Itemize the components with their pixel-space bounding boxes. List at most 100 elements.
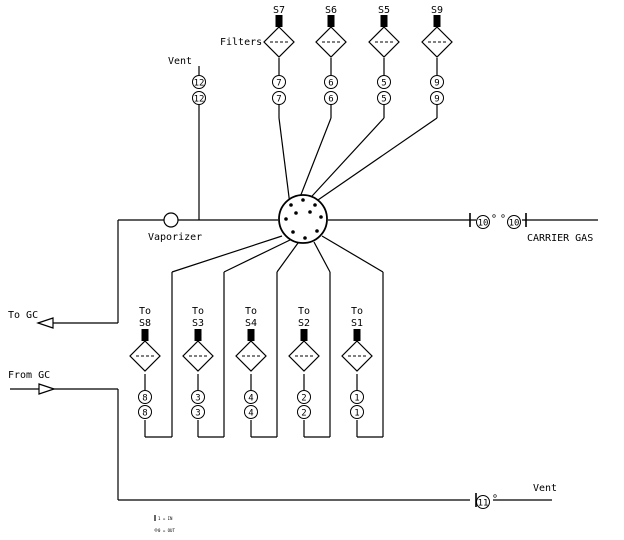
filter-s5 (368, 26, 400, 58)
filters-label: Filters (220, 37, 262, 48)
to-gc-label: To GC (8, 310, 38, 321)
legend-in: 1 = IN (158, 516, 173, 521)
valve-1-lower (350, 405, 364, 419)
legend-out-symbol (154, 528, 158, 532)
valve-11-label: 11 (478, 498, 489, 508)
valve-1-lower-label: 1 (354, 408, 359, 418)
to-label-s3: To (192, 306, 204, 317)
hub-port-dot (284, 217, 288, 221)
valve-5-lower (377, 91, 391, 105)
filter-s3-connector (194, 329, 202, 341)
valve-9-lower-label: 9 (434, 94, 439, 104)
vent-top-label: Vent (168, 56, 192, 67)
filter-s3 (182, 340, 214, 372)
hub-port-dot (303, 236, 307, 240)
pipe-line (307, 117, 385, 202)
pipe-line (276, 242, 299, 273)
filter-s4-connector (247, 329, 255, 341)
valve-10-dot (501, 214, 505, 218)
valve-10-out (507, 215, 521, 229)
valve-12-upper-label: 12 (194, 78, 205, 88)
piping (10, 58, 598, 521)
valve-7-upper-label: 7 (276, 78, 281, 88)
rotary-valve-hub (278, 194, 328, 244)
carrier-gas-label: CARRIER GAS (527, 233, 593, 244)
stream-label-s9: S9 (431, 5, 443, 16)
valve-2-lower (297, 405, 311, 419)
filter-s4 (235, 340, 267, 372)
to-gc-arrow (36, 317, 54, 329)
valve-6-lower-label: 6 (328, 94, 333, 104)
valve-4-upper (244, 390, 258, 404)
valve-9-lower (430, 91, 444, 105)
valve-6-upper-label: 6 (328, 78, 333, 88)
filter-s9-connector (433, 15, 441, 27)
valve-5-upper-label: 5 (381, 78, 386, 88)
vent-bottom-label: Vent (533, 483, 557, 494)
filter-s7-connector (275, 15, 283, 27)
valve-8-upper (138, 390, 152, 404)
valve-2-upper (297, 390, 311, 404)
legend-out: 0 = OUT (158, 528, 175, 533)
from-gc-arrow (38, 383, 56, 395)
hub-port-dot (308, 210, 312, 214)
valve-10-dot (492, 214, 496, 218)
to-label-s8: To (139, 306, 151, 317)
valve-4-lower (244, 405, 258, 419)
valve-11-dot (493, 494, 497, 498)
vaporizer-label: Vaporizer (148, 232, 202, 243)
stream-label-s4: S4 (245, 318, 257, 329)
valve-8-lower-label: 8 (142, 408, 147, 418)
to-label-s2: To (298, 306, 310, 317)
hub-port-dot (289, 203, 293, 207)
pipe-line (313, 241, 331, 273)
pipe-line (223, 239, 291, 273)
filter-s5-connector (380, 15, 388, 27)
valve-4-lower-label: 4 (248, 408, 253, 418)
valve-7-upper (272, 75, 286, 89)
hub-port-dot (301, 198, 305, 202)
components (36, 15, 521, 532)
hub-port-dot (315, 229, 319, 233)
filter-s1-connector (353, 329, 361, 341)
valve-1-upper-label: 1 (354, 393, 359, 403)
valve-3-upper (191, 390, 205, 404)
valve-12-lower (192, 91, 206, 105)
hub-port-dot (313, 203, 317, 207)
valve-5-upper (377, 75, 391, 89)
to-label-s1: To (351, 306, 363, 317)
filter-s2-connector (300, 329, 308, 341)
valve-10-in (476, 215, 490, 229)
filter-s6-connector (327, 15, 335, 27)
to-label-s4: To (245, 306, 257, 317)
valve-11 (476, 495, 490, 509)
valve-10-out-label: 10 (509, 218, 520, 228)
valve-8-upper-label: 8 (142, 393, 147, 403)
hub-port-dot (294, 211, 298, 215)
hub-port-dot (319, 215, 323, 219)
valve-1-upper (350, 390, 364, 404)
stream-label-s7: S7 (273, 5, 285, 16)
valve-3-upper-label: 3 (195, 393, 200, 403)
valve-9-upper-label: 9 (434, 78, 439, 88)
from-gc-label: From GC (8, 370, 50, 381)
valve-4-upper-label: 4 (248, 393, 253, 403)
labels: S777S666S555S999Filters1212VentVaporizer… (8, 5, 593, 533)
stream-label-s6: S6 (325, 5, 337, 16)
valve-6-lower (324, 91, 338, 105)
pipe-line (321, 235, 384, 273)
vaporizer (163, 212, 179, 228)
pipe-line (278, 117, 291, 202)
valve-7-lower (272, 91, 286, 105)
valve-3-lower-label: 3 (195, 408, 200, 418)
hub-port-dot (291, 230, 295, 234)
valve-6-upper (324, 75, 338, 89)
valve-3-lower (191, 405, 205, 419)
pipe-line (171, 235, 283, 273)
stream-label-s8: S8 (139, 318, 151, 329)
filter-s9 (421, 26, 453, 58)
valve-10-in-label: 10 (478, 218, 489, 228)
pipe-line (316, 117, 438, 202)
filter-s8-connector (141, 329, 149, 341)
